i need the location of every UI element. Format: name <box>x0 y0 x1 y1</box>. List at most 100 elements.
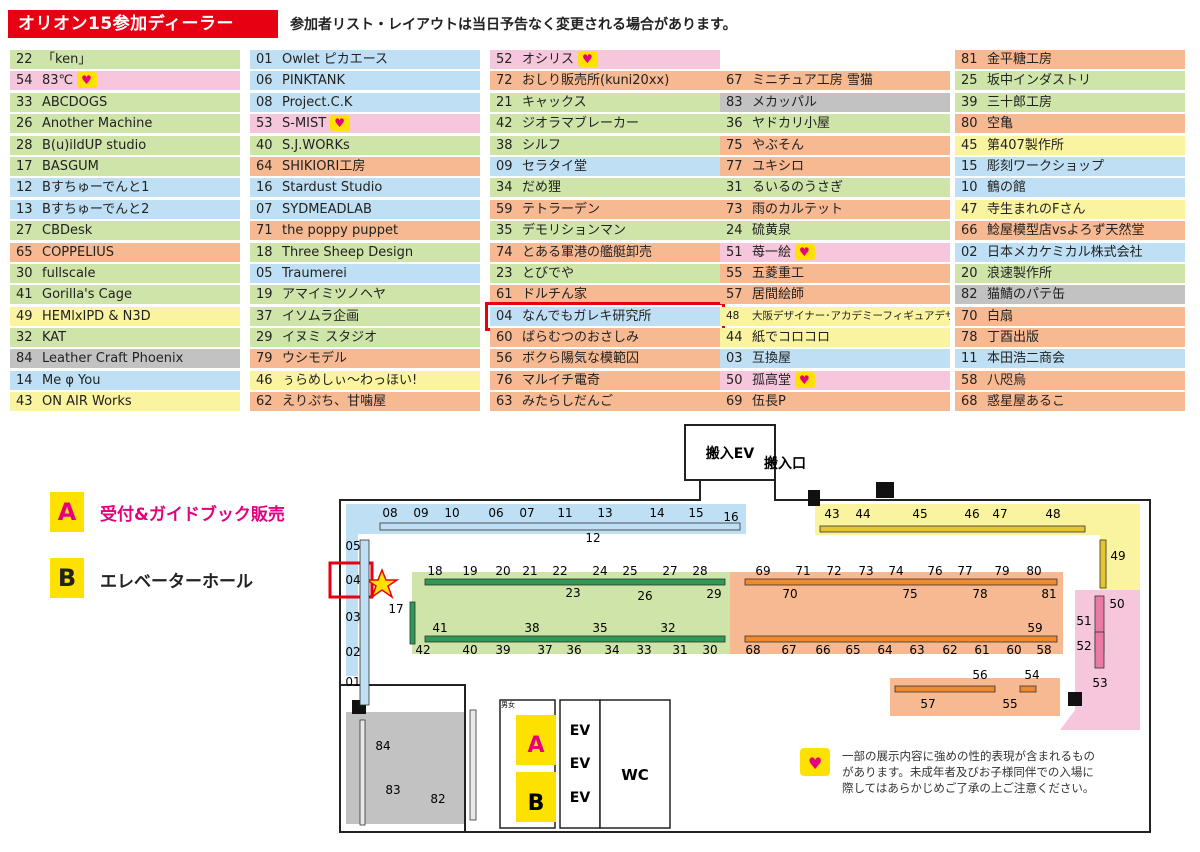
booth-number: 13 <box>16 201 33 217</box>
booth-label: 55 <box>1002 697 1017 711</box>
booth-number: 30 <box>16 265 33 281</box>
booth-number: 05 <box>256 265 273 281</box>
booth-label: 34 <box>604 643 619 657</box>
pillar <box>876 482 894 498</box>
dealer-column: 52オシリス72おしり販売所(kuni20xx)21キャックス42ジオラマブレー… <box>485 50 725 414</box>
dealer-name: Leather Craft Phoenix <box>42 351 184 367</box>
booth-label: 75 <box>902 587 917 601</box>
booth-label: 82 <box>430 792 445 806</box>
booth-label: 01 <box>345 675 360 689</box>
star-marker-icon <box>364 567 400 599</box>
booth-number: 26 <box>16 116 33 132</box>
dealer-name: 孤高堂 <box>752 372 792 388</box>
dealer-name: 伍長P <box>752 394 786 410</box>
dealer-name: 白扇 <box>987 308 1014 324</box>
booth-number: 47 <box>961 201 978 217</box>
booth-label: 14 <box>649 506 664 520</box>
booth-label: 20 <box>495 564 510 578</box>
booth-table <box>409 601 416 645</box>
booth-number: 61 <box>496 287 513 303</box>
booth-number: 84 <box>16 351 33 367</box>
dealer-name: 坂中インダストリ <box>987 73 1092 89</box>
booth-label: 29 <box>706 587 721 601</box>
dealer-name: PINKTANK <box>282 73 345 89</box>
dealer-name: 寺生まれのFさん <box>987 201 1086 217</box>
booth-number: 48 <box>726 309 740 322</box>
booth-number: 34 <box>496 180 513 196</box>
booth-number: 36 <box>726 116 743 132</box>
dealer-name: Three Sheep Design <box>282 244 414 260</box>
booth-number: 46 <box>256 372 273 388</box>
booth-number: 78 <box>961 330 978 346</box>
dealer-name: the poppy puppet <box>282 223 399 239</box>
booth-number: 42 <box>496 116 513 132</box>
booth-number: 64 <box>256 158 273 174</box>
booth-label: 84 <box>375 739 390 753</box>
dealer-name: 鯰屋模型店vsよろず天然堂 <box>987 223 1145 239</box>
dealer-name: ON AIR Works <box>42 394 132 410</box>
booth-label: 18 <box>427 564 442 578</box>
booth-label: 43 <box>824 507 839 521</box>
page-title: オリオン15参加ディーラー <box>8 10 278 38</box>
dealer-name: ジオラマブレーカー <box>522 116 640 132</box>
booth-label: 69 <box>755 564 770 578</box>
dealer-name: ドルチん家 <box>522 287 588 303</box>
dealer-name: なんでもガレキ研究所 <box>522 308 652 324</box>
dealer-name: ユキシロ <box>752 158 805 174</box>
booth-label: 76 <box>927 564 942 578</box>
booth-number: 17 <box>16 158 33 174</box>
booth-table-row <box>744 635 1058 643</box>
booth-label: 51 <box>1076 614 1091 628</box>
booth-table-row <box>744 578 1058 586</box>
dealer-name: 彫刻ワークショップ <box>987 158 1105 174</box>
dealer-name: オシリス <box>522 52 575 67</box>
booth-number: 22 <box>16 52 33 67</box>
booth-number: 54 <box>16 73 33 89</box>
booth-label: 06 <box>488 506 503 520</box>
dealer-row: 42 ジオラマブレーカー <box>490 114 720 134</box>
legend-a-badge: A <box>50 492 84 532</box>
booth-label: 72 <box>826 564 841 578</box>
booth-label: 48 <box>1045 507 1060 521</box>
booth-table-row <box>379 522 741 531</box>
booth-label: 64 <box>877 643 892 657</box>
booth-table <box>469 709 477 821</box>
booth-number: 73 <box>726 201 743 217</box>
zone-b-label: B <box>528 791 545 816</box>
dealer-row: 69 伍長P <box>720 392 950 412</box>
booth-number: 65 <box>16 244 33 260</box>
booth-number: 63 <box>496 394 513 410</box>
booth-label: 40 <box>462 643 477 657</box>
booth-number: 28 <box>16 137 33 153</box>
dealer-name: とある軍港の艦艇卸売 <box>522 244 653 260</box>
dealer-name: ぅらめしぃ〜わっほい! <box>282 372 418 388</box>
booth-number: 69 <box>726 394 743 410</box>
booth-label: 79 <box>994 564 1009 578</box>
dealer-name: 金平糖工房 <box>987 52 1053 67</box>
booth-number: 33 <box>16 94 33 110</box>
booth-number: 41 <box>16 287 33 303</box>
adult-content-icon <box>330 115 351 132</box>
